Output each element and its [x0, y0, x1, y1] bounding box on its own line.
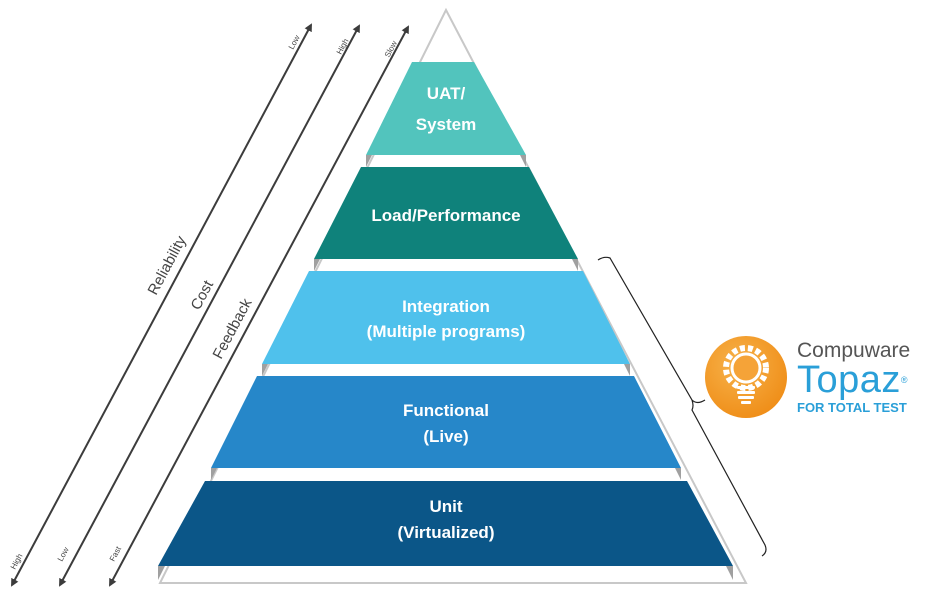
tier-uat-label-line1: UAT/ — [427, 84, 466, 103]
tier-functional — [211, 376, 681, 468]
topaz-logo-icon — [705, 336, 787, 418]
tier-uat-system — [366, 62, 526, 155]
tier-integration-label-line1: Integration — [402, 297, 490, 316]
axis-feedback-bottom-label: Fast — [108, 544, 124, 563]
tier-integration — [262, 271, 630, 364]
axis-cost-bottom-label: Low — [56, 546, 71, 563]
brand-company: Compuware — [797, 339, 911, 362]
axis-cost-label: Cost — [188, 277, 218, 313]
brand-tagline: FOR TOTAL TEST — [797, 400, 907, 415]
brand-wordmark: Compuware Topaz® FOR TOTAL TEST — [797, 340, 910, 416]
tier-load-label: Load/Performance — [371, 206, 520, 225]
tier-functional-label-line2: (Live) — [423, 427, 468, 446]
registered-mark: ® — [900, 375, 909, 385]
brand-product-name: Topaz — [797, 359, 901, 401]
tier-uat-label-line2: System — [416, 115, 476, 134]
axis-reliability-bottom-label: High — [9, 552, 25, 571]
tier-integration-label-line2: (Multiple programs) — [367, 322, 526, 341]
brand-product: Topaz® — [797, 359, 910, 401]
tier-unit-label-line2: (Virtualized) — [398, 523, 495, 542]
tier-unit-label-line1: Unit — [429, 497, 462, 516]
arrow-feedback — [109, 25, 409, 587]
axis-feedback-label: Feedback — [210, 295, 256, 362]
scope-bracket — [597, 256, 767, 557]
tier-functional-label-line1: Functional — [403, 401, 489, 420]
